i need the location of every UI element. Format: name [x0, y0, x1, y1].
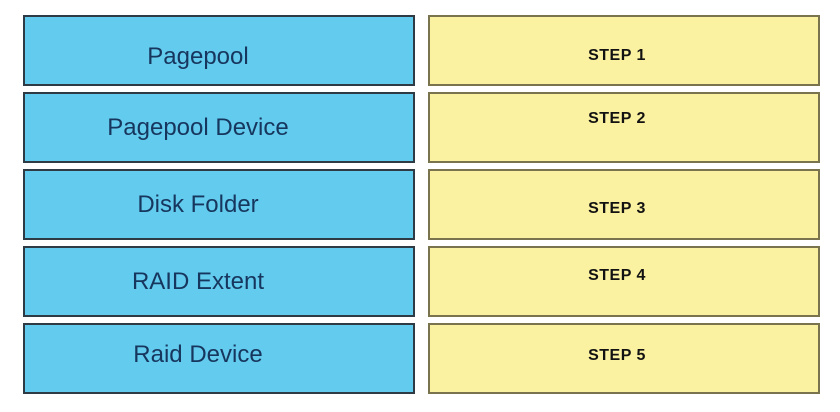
drag-item-raid-device[interactable]: Raid Device: [23, 323, 415, 394]
drag-item-label: Pagepool Device: [107, 113, 289, 141]
drop-target-label: STEP 4: [588, 266, 646, 284]
drop-target-label: STEP 5: [588, 346, 646, 364]
drop-target-step-5[interactable]: STEP 5: [428, 323, 820, 394]
drag-item-pagepool[interactable]: Pagepool: [23, 15, 415, 86]
drag-item-pagepool-device[interactable]: Pagepool Device: [23, 92, 415, 163]
drag-item-raid-extent[interactable]: RAID Extent: [23, 246, 415, 317]
drop-target-step-4[interactable]: STEP 4: [428, 246, 820, 317]
drag-item-label: Disk Folder: [137, 190, 259, 218]
drop-target-label: STEP 2: [588, 109, 646, 127]
drag-item-label: RAID Extent: [131, 267, 265, 295]
step-targets-column: STEP 1 STEP 2 STEP 3 STEP 4 STEP 5: [428, 15, 820, 394]
drop-target-step-3[interactable]: STEP 3: [428, 169, 820, 240]
drag-item-label: Raid Device: [133, 340, 263, 368]
drag-item-disk-folder[interactable]: Disk Folder: [23, 169, 415, 240]
drop-target-step-2[interactable]: STEP 2: [428, 92, 820, 163]
drop-target-label: STEP 3: [588, 199, 646, 217]
drop-target-label: STEP 1: [588, 46, 646, 64]
source-items-column: Pagepool Pagepool Device Disk Folder RAI…: [23, 15, 415, 394]
drag-item-label: Pagepool: [147, 42, 249, 70]
drop-target-step-1[interactable]: STEP 1: [428, 15, 820, 86]
